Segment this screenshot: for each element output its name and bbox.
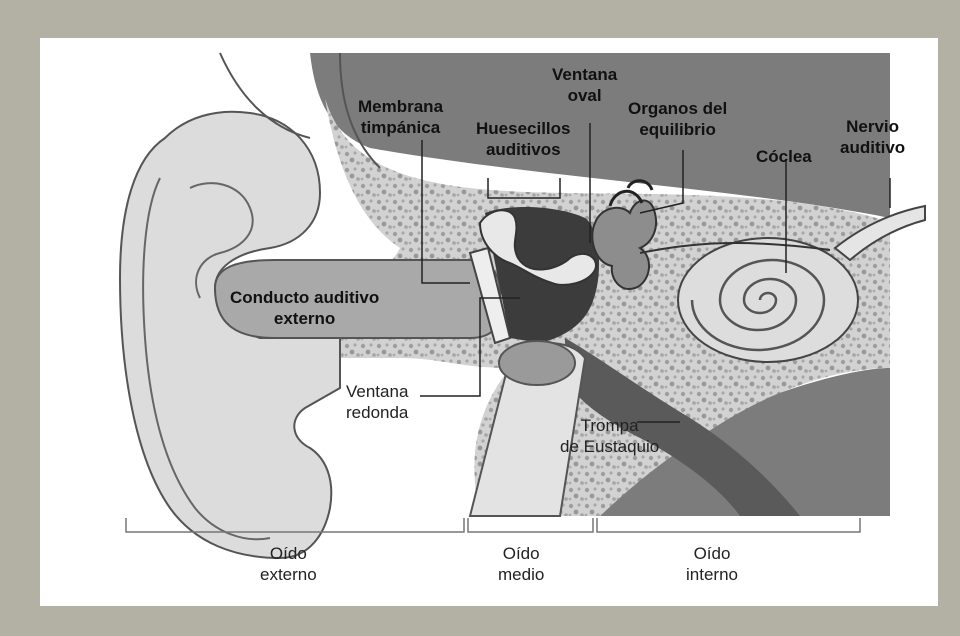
section-line: medio <box>498 564 544 585</box>
label-line: de Eustaquio <box>560 436 659 457</box>
cochlea-body <box>678 238 858 362</box>
label-huesecillos-auditivos: Huesecillos auditivos <box>476 118 571 160</box>
label-line: Trompa <box>560 415 659 436</box>
section-line: externo <box>260 564 317 585</box>
section-line: interno <box>686 564 738 585</box>
label-line: externo <box>230 308 379 329</box>
label-nervio-auditivo: Nervio auditivo <box>840 116 905 158</box>
section-oido-medio: Oído medio <box>498 543 544 585</box>
section-oido-interno: Oído interno <box>686 543 738 585</box>
label-line: redonda <box>346 402 408 423</box>
diagram-frame: Membrana timpánica Huesecillos auditivos… <box>40 38 938 606</box>
label-line: Conducto auditivo <box>230 287 379 308</box>
label-conducto-auditivo: Conducto auditivo externo <box>230 287 379 329</box>
label-line: Membrana <box>358 96 443 117</box>
label-ventana-oval: Ventana oval <box>552 64 617 106</box>
section-oido-externo: Oído externo <box>260 543 317 585</box>
tube-opening <box>499 341 575 385</box>
label-organos-equilibrio: Organos del equilibrio <box>628 98 727 140</box>
label-line: equilibrio <box>628 119 727 140</box>
label-line: Organos del <box>628 98 727 119</box>
label-line: auditivo <box>840 137 905 158</box>
label-ventana-redonda: Ventana redonda <box>346 381 408 423</box>
label-trompa-eustaquio: Trompa de Eustaquio <box>560 415 659 457</box>
label-membrana-timpanica: Membrana timpánica <box>358 96 443 138</box>
section-line: Oído <box>686 543 738 564</box>
section-line: Oído <box>260 543 317 564</box>
bracket-medio <box>468 518 593 532</box>
label-line: auditivos <box>476 139 571 160</box>
label-line: Nervio <box>840 116 905 137</box>
label-line: oval <box>552 85 617 106</box>
section-line: Oído <box>498 543 544 564</box>
label-line: timpánica <box>358 117 443 138</box>
bracket-interno <box>597 518 860 532</box>
label-line: Ventana <box>552 64 617 85</box>
label-line: Huesecillos <box>476 118 571 139</box>
label-line: Ventana <box>346 381 408 402</box>
label-coclea: Cóclea <box>756 146 812 167</box>
